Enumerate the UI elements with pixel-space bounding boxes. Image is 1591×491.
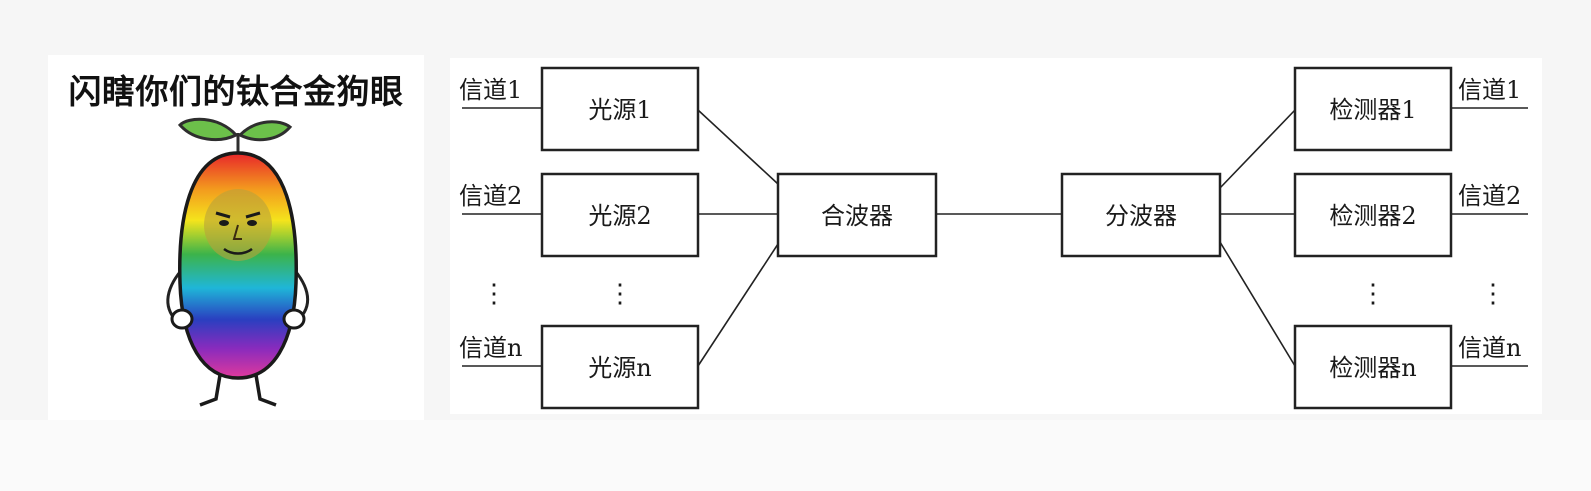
source-label-1: 光源1 [588, 96, 651, 124]
source-channel-label-2: 信道2 [459, 182, 522, 210]
detector-label-1: 检测器1 [1329, 96, 1416, 124]
meme-panel: 闪瞎你们的钛合金狗眼 [48, 55, 424, 420]
bean-body [178, 151, 298, 380]
leaf-left [177, 117, 239, 142]
detector-ellipsis: ⋮ [1360, 279, 1386, 309]
leg-left [199, 374, 222, 407]
source-box-1 [540, 66, 700, 152]
hand-right [282, 308, 306, 330]
leg-right [254, 374, 277, 407]
meme-caption: 闪瞎你们的钛合金狗眼 [68, 72, 404, 111]
mux-box [776, 172, 938, 258]
source-label-2: 光源2 [588, 202, 651, 230]
hand-left [170, 308, 194, 330]
rainbow-bean-figure [166, 117, 310, 407]
bottom-blur-band [0, 420, 1591, 491]
output-ellipsis: ⋮ [1480, 279, 1506, 309]
source-box-2 [540, 172, 700, 258]
detector-channel-label-n: 信道n [1458, 334, 1521, 362]
source-channel-label-1: 信道1 [459, 76, 522, 104]
demux-label: 分波器 [1105, 202, 1177, 230]
link-demux-detectorn [1219, 241, 1296, 367]
source-ellipsis: ⋮ [607, 279, 633, 309]
link-sourcen-mux [697, 243, 779, 367]
detector-channel-label-1: 信道1 [1458, 76, 1521, 104]
detector-box-1 [1293, 66, 1453, 152]
wdm-diagram-panel: 信道1 信道2 信道n 光源1 光源2 光源n ⋮ ⋮ 合波器 分波器 [450, 58, 1542, 414]
mux-label: 合波器 [821, 202, 893, 230]
detector-box-2 [1293, 172, 1453, 258]
detector-label-n: 检测器n [1329, 354, 1416, 382]
input-ellipsis: ⋮ [481, 279, 507, 309]
link-source1-mux [697, 109, 779, 185]
detector-box-n [1293, 324, 1453, 410]
source-label-n: 光源n [588, 354, 651, 382]
leaf-right [237, 120, 293, 142]
source-box-n [540, 324, 700, 410]
demux-box [1060, 172, 1222, 258]
link-demux-detector1 [1219, 109, 1296, 189]
detector-label-2: 检测器2 [1329, 202, 1416, 230]
detector-channel-label-2: 信道2 [1458, 182, 1521, 210]
source-channel-label-n: 信道n [459, 334, 522, 362]
wdm-diagram: 信道1 信道2 信道n 光源1 光源2 光源n ⋮ ⋮ 合波器 分波器 [459, 66, 1528, 410]
